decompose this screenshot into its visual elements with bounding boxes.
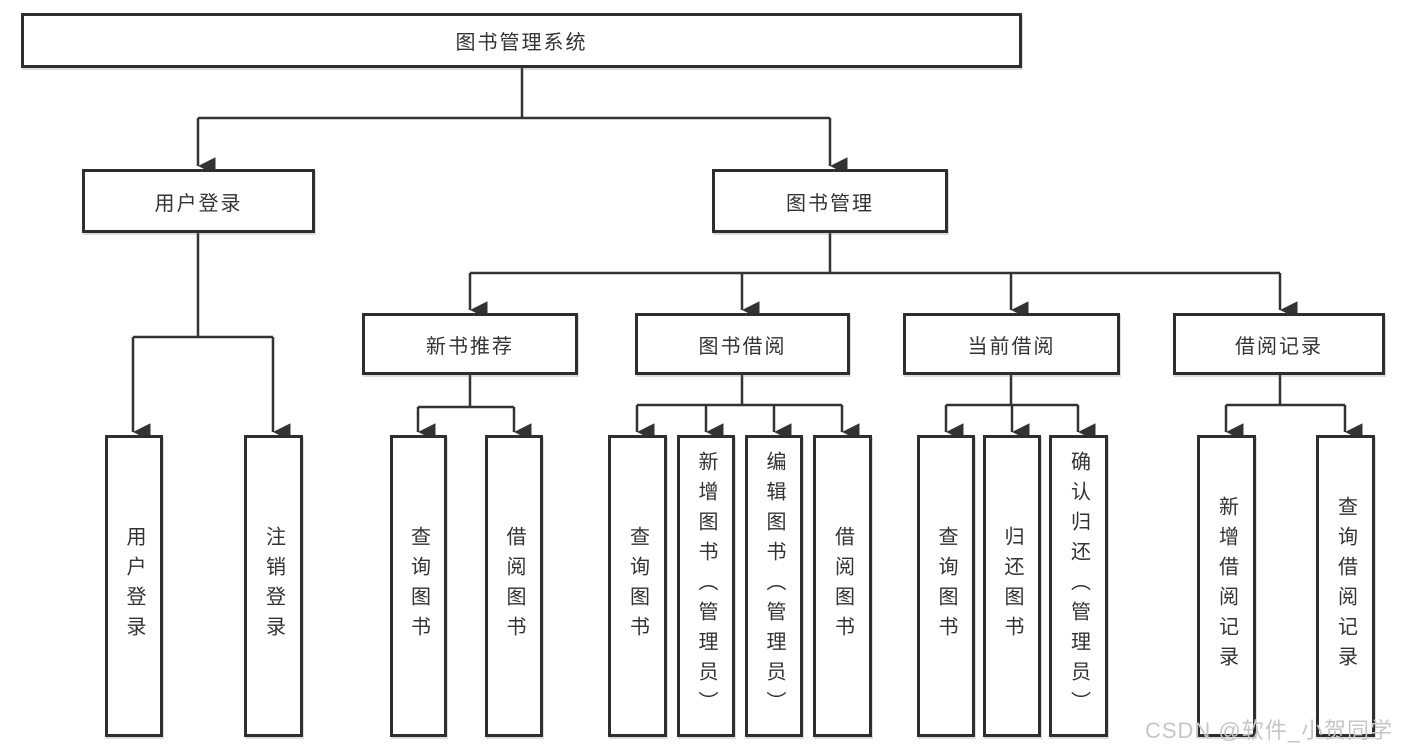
node-label: 归还图书 [1001,526,1023,646]
leaf-borrow-add-admin: 新增图书（管理员） [677,435,735,737]
node-label: 当前借阅 [967,335,1056,358]
node-label: 新增借阅记录 [1215,496,1238,676]
leaf-current-confirm-admin: 确认归还（管理员） [1049,435,1108,737]
node-borrow-record: 借阅记录 [1173,313,1385,375]
node-book-management: 图书管理 [712,169,948,233]
leaf-borrow-query: 查询图书 [608,435,667,737]
node-label: 编辑图书（管理员） [763,451,785,721]
leaf-borrow-borrow: 借阅图书 [813,435,872,737]
csdn-watermark: CSDN @软件_小贺同学 [1144,718,1393,743]
node-label: 借阅图书 [831,526,854,646]
node-label: 查询图书 [407,526,430,646]
leaf-logout: 注销登录 [244,435,303,737]
node-label: 借阅图书 [503,526,525,646]
node-label: 查询图书 [626,526,649,646]
node-root-system: 图书管理系统 [21,13,1022,68]
node-current-borrow: 当前借阅 [903,313,1120,375]
node-label: 查询借阅记录 [1334,496,1357,676]
node-label: 注销登录 [262,526,285,646]
node-new-book-recommend: 新书推荐 [362,313,578,375]
leaf-current-return: 归还图书 [983,435,1041,737]
leaf-record-query: 查询借阅记录 [1316,435,1375,737]
node-label: 用户登录 [154,192,243,215]
node-label: 图书借阅 [698,335,787,358]
leaf-record-add: 新增借阅记录 [1197,435,1256,737]
leaf-user-login: 用户登录 [105,435,163,737]
node-label: 图书管理系统 [455,32,588,54]
leaf-newbook-borrow: 借阅图书 [485,435,543,737]
leaf-borrow-edit-admin: 编辑图书（管理员） [745,435,803,737]
node-label: 新增图书（管理员） [695,451,717,721]
node-label: 新书推荐 [426,335,514,358]
node-label: 用户登录 [123,526,145,646]
node-book-borrow: 图书借阅 [635,313,850,375]
node-label: 查询图书 [935,526,957,646]
node-label: 借阅记录 [1235,335,1323,358]
node-user-login: 用户登录 [82,169,315,233]
leaf-current-query: 查询图书 [917,435,975,737]
node-label: 确认归还（管理员） [1067,451,1090,721]
node-label: 图书管理 [786,192,874,215]
leaf-newbook-query: 查询图书 [390,435,447,737]
